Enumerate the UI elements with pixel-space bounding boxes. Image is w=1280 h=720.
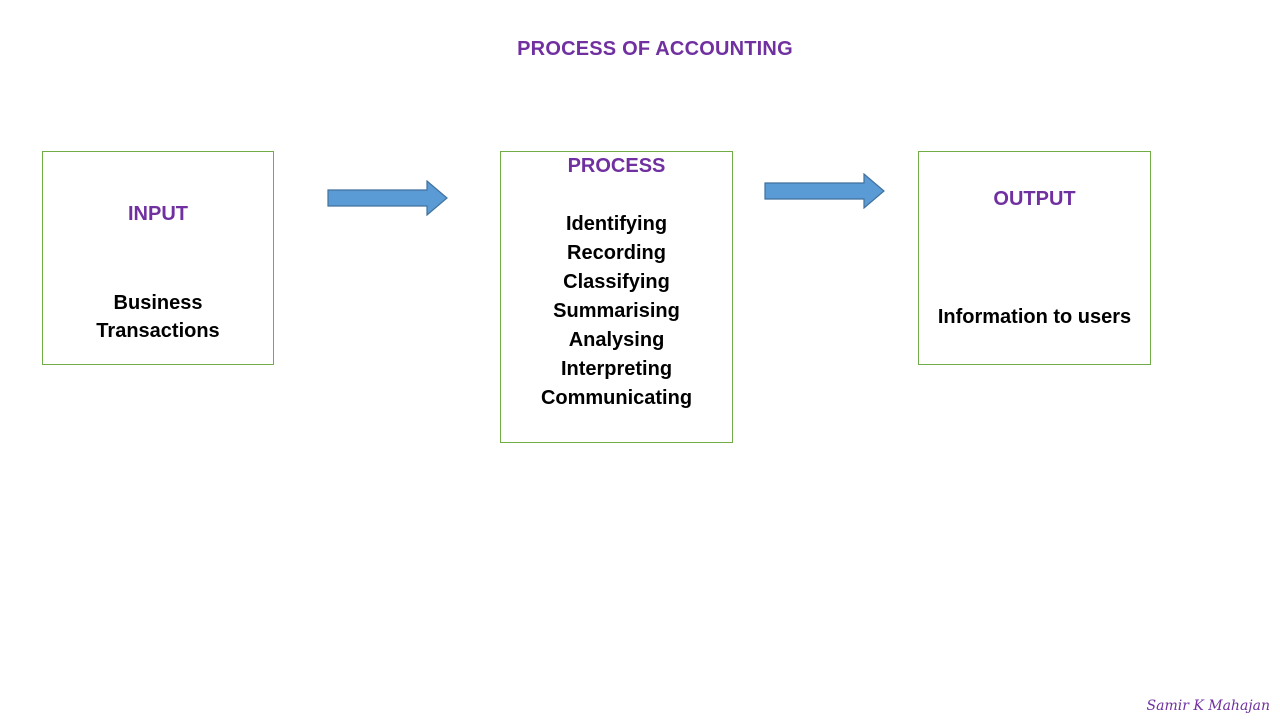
- process-step: Analysing: [568, 329, 665, 351]
- input-line: Transactions: [96, 320, 220, 342]
- output-heading: OUTPUT: [993, 188, 1076, 210]
- process-step: Interpreting: [560, 358, 673, 380]
- page-title: PROCESS OF ACCOUNTING: [517, 38, 793, 60]
- input-box: INPUT Business Transactions: [42, 151, 274, 365]
- input-heading: INPUT: [128, 203, 188, 225]
- process-step: Classifying: [563, 271, 670, 293]
- process-step: Summarising: [553, 300, 680, 322]
- process-step: Identifying: [565, 213, 668, 235]
- process-box: PROCESS Identifying Recording Classifyin…: [500, 151, 733, 443]
- output-box: OUTPUT Information to users: [918, 151, 1151, 365]
- input-line: Business: [113, 292, 203, 314]
- process-step: Communicating: [540, 387, 693, 409]
- process-step: Recording: [567, 242, 666, 264]
- process-heading: PROCESS: [567, 155, 666, 177]
- right-arrow-icon: [327, 180, 448, 216]
- output-body: Information to users: [919, 303, 1150, 331]
- input-body: Business Transactions: [43, 289, 273, 345]
- author-footer: Samir K Mahajan: [1146, 698, 1271, 714]
- output-line: Information to users: [937, 306, 1132, 328]
- process-steps-list: Identifying Recording Classifying Summar…: [501, 210, 732, 413]
- right-arrow-icon: [764, 173, 885, 209]
